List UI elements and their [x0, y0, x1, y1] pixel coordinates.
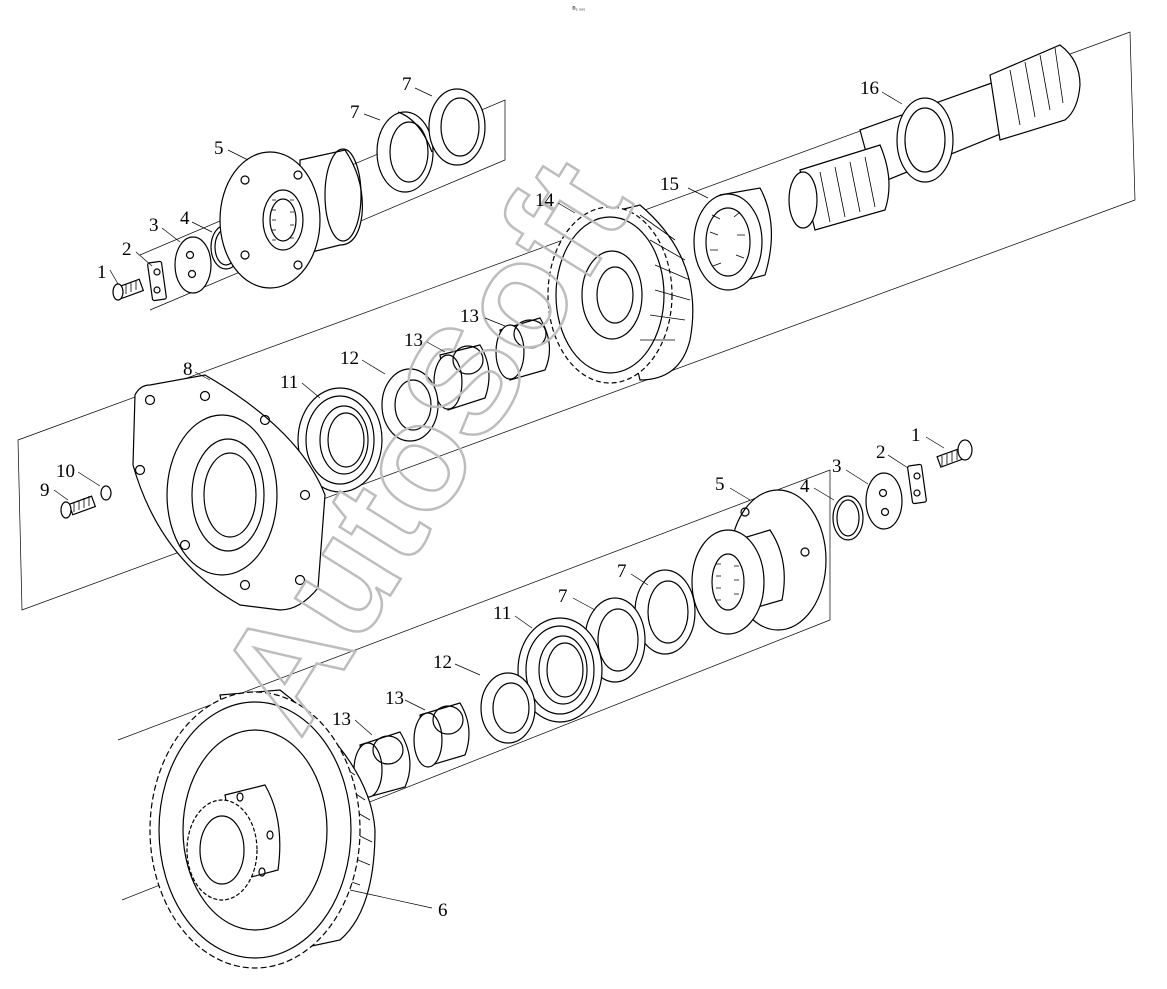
washer-3-lower: [865, 472, 903, 530]
callout-3-upper: 3: [149, 215, 159, 236]
callout-11-upper: 11: [280, 372, 298, 393]
callout-7c-lower: 7: [558, 586, 568, 607]
cover-8: [132, 374, 326, 611]
flange-5-lower: [691, 489, 827, 635]
header-mark: ®₂ ₀₀₀: [572, 5, 585, 12]
bearing-11-upper: [297, 387, 383, 493]
callout-3-lower: 3: [832, 456, 842, 477]
spacer-ring-7a-upper: [376, 111, 434, 193]
sleeve-15: [693, 187, 772, 291]
spacer-ring-7d-lower: [634, 569, 696, 655]
callout-16: 16: [860, 78, 879, 99]
callout-4-upper: 4: [180, 208, 190, 229]
callout-4-lower: 4: [800, 476, 810, 497]
bushing-13d-lower: [413, 702, 470, 768]
callout-numbers: 1 2 3 4 5 7 7 16 15 14 13 13 12 11 8 9 1…: [40, 74, 921, 921]
callout-13b-upper: 13: [460, 306, 479, 327]
gear-14: [547, 204, 694, 384]
bolt-1-upper: [112, 278, 145, 301]
lock-plate-2-upper: [147, 260, 167, 302]
callout-13a-upper: 13: [404, 330, 423, 351]
washer-10: [100, 485, 112, 501]
callout-14: 14: [535, 190, 555, 211]
spacer-ring-7b-upper: [428, 88, 486, 166]
callout-15: 15: [660, 174, 679, 195]
bolt-9: [60, 495, 97, 519]
bearing-11-lower: [517, 617, 603, 723]
flange-5-upper: [219, 148, 363, 289]
bushing-13a-upper: [433, 344, 490, 411]
callout-5-upper: 5: [214, 138, 224, 159]
callout-6: 6: [438, 900, 448, 921]
callout-2-upper: 2: [122, 239, 132, 260]
callout-7a-upper: 7: [350, 102, 360, 123]
callout-7b-upper: 7: [402, 74, 412, 95]
leader-lines: [53, 87, 945, 909]
callout-12-lower: 12: [433, 652, 452, 673]
callout-1-upper: 1: [97, 262, 107, 283]
callout-1-lower: 1: [911, 425, 921, 446]
bolt-1-lower: [936, 439, 973, 468]
gear-6: [149, 689, 376, 969]
snap-ring-4-lower: [832, 495, 864, 541]
callout-13c-lower: 13: [332, 709, 351, 730]
callout-12-upper: 12: [340, 348, 359, 369]
callout-10: 10: [56, 461, 75, 482]
callout-2-lower: 2: [876, 442, 886, 463]
spacer-12-upper: [381, 368, 439, 442]
spacer-12-lower: [480, 672, 536, 744]
callout-9: 9: [40, 480, 50, 501]
callout-5-lower: 5: [715, 474, 725, 495]
bushing-13b-upper: [495, 317, 551, 381]
lock-plate-2-lower: [907, 463, 927, 505]
shaft-16: [788, 44, 1081, 231]
washer-3-upper: [174, 236, 212, 294]
callout-8: 8: [183, 359, 193, 380]
callout-7d-lower: 7: [617, 561, 627, 582]
callout-11-lower: 11: [493, 603, 511, 624]
callout-13d-lower: 13: [385, 688, 404, 709]
